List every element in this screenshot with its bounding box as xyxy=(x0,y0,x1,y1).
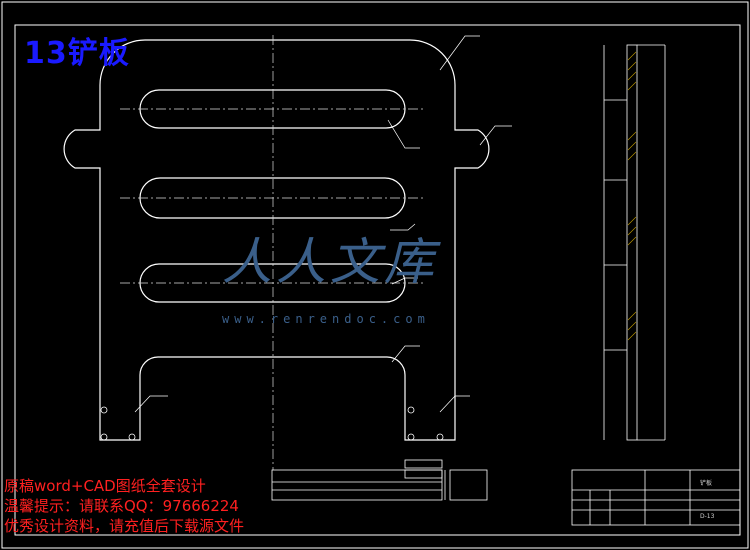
inner-frame xyxy=(14,24,741,536)
center-lines xyxy=(120,35,425,470)
mount-holes xyxy=(100,406,444,441)
drawing-title: 13铲板 xyxy=(24,36,130,71)
promo-notes: 原稿word+CAD图纸全套设计 温馨提示：请联系QQ：97666224 优秀设… xyxy=(4,476,244,536)
promo-note-3: 优秀设计资料，请充值后下载源文件 xyxy=(4,517,245,535)
title-block xyxy=(571,469,741,526)
promo-note-1: 原稿word+CAD图纸全套设计 xyxy=(4,477,206,495)
plate-outline xyxy=(63,39,490,441)
watermark-chinese: 人人文库 xyxy=(222,233,438,291)
side-view-hatching xyxy=(627,51,637,341)
bottom-view xyxy=(271,459,488,501)
side-view xyxy=(603,44,666,441)
title-block-drawing-no: D-13 xyxy=(700,513,715,520)
leader-lines xyxy=(134,35,512,413)
promo-note-2: 温馨提示：请联系QQ：97666224 xyxy=(4,497,239,515)
title-block-part-name: 铲板 xyxy=(700,480,713,487)
watermark-url: www.renrendoc.com xyxy=(222,312,430,326)
